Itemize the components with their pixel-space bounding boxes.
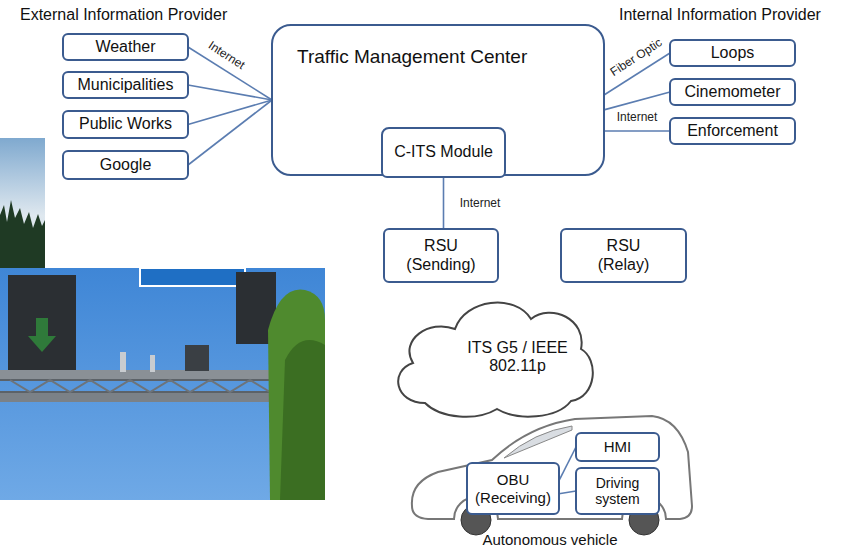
edge-label: Internet (459, 197, 502, 210)
provider-box: Enforcement (669, 117, 796, 145)
node-label: RSU (Relay) (584, 237, 664, 274)
driving-box: Driving system (575, 467, 660, 515)
provider-box: Cinemometer (669, 78, 796, 106)
connector-line (604, 130, 670, 132)
group-heading: External Information Provider (20, 6, 227, 24)
network-cloud: ITS G5 / IEEE 802.11p (385, 285, 600, 423)
connector-line (559, 447, 576, 481)
node-label: Enforcement (687, 122, 778, 140)
node-label: Weather (95, 38, 155, 56)
provider-box: Google (62, 150, 189, 180)
rsu-box: RSU (Relay) (560, 228, 687, 283)
node-label: Google (100, 156, 152, 174)
node-label: Loops (711, 44, 755, 62)
edge-label: Internet (204, 39, 247, 73)
provider-box: Weather (62, 33, 189, 61)
connector-line (559, 491, 576, 494)
center-box: Traffic Management CenterC-ITS Module (271, 24, 605, 176)
node-label: Municipalities (77, 76, 173, 94)
edge-label: Internet (616, 111, 659, 124)
node-label: C-ITS Module (394, 143, 493, 161)
node-label: OBU (Receiving) (473, 471, 553, 506)
connector-line (188, 100, 272, 125)
node-label: Autonomous vehicle (400, 531, 700, 548)
node-label: Driving system (583, 475, 653, 507)
node-label: Traffic Management Center (297, 46, 527, 68)
provider-box: Municipalities (62, 71, 189, 99)
obu-box: OBU (Receiving) (466, 462, 560, 515)
connector-line (443, 177, 445, 229)
node-label: HMI (604, 438, 632, 455)
edge-label: Fiber Optic (607, 36, 665, 80)
hmi-box: HMI (575, 432, 660, 462)
node-label: ITS G5 / IEEE 802.11p (458, 339, 578, 376)
provider-box: Public Works (62, 110, 189, 139)
provider-box: Loops (669, 39, 796, 67)
node-label: Public Works (79, 115, 172, 133)
vehicle-shape: Autonomous vehicle OBU (Receiving) HMI Driv… (400, 410, 700, 548)
module-box: C-ITS Module (381, 127, 506, 178)
connector-line (604, 92, 670, 110)
connector-line (188, 85, 272, 100)
group-heading: Internal Information Provider (619, 6, 821, 24)
connector-line (188, 100, 272, 165)
node-label: RSU (Sending) (401, 237, 481, 274)
node-label: Cinemometer (684, 83, 780, 101)
rsu-box: RSU (Sending) (383, 228, 499, 283)
